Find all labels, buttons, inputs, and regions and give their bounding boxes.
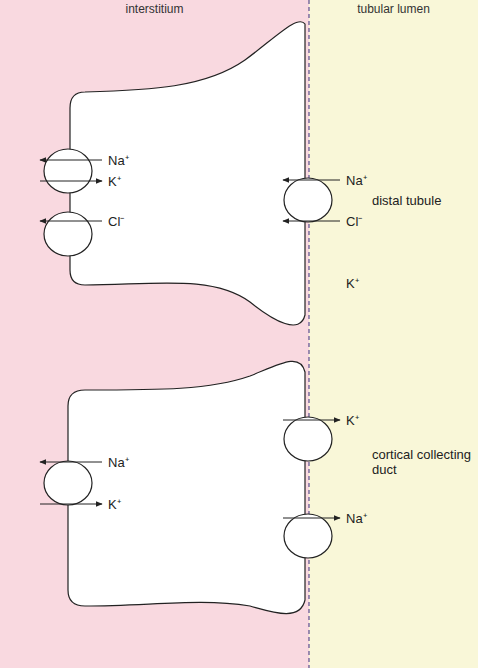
flux-arrow (40, 181, 102, 182)
ion-label: K⁺ (108, 174, 121, 189)
ion-label: Na⁺ (108, 455, 129, 470)
region-heading: interstitium (0, 2, 309, 16)
ion-label: Na⁺ (108, 153, 129, 168)
transporter (284, 514, 332, 558)
collecting-duct-cell (68, 361, 305, 613)
region-band: tubular lumen (309, 0, 478, 668)
segment-label: distal tubule (372, 193, 472, 208)
transporter (44, 461, 92, 505)
transporter (284, 417, 332, 461)
ion-label: Na⁺ (346, 511, 367, 526)
ion-label: Cl⁻ (108, 214, 124, 229)
flux-arrow (283, 420, 340, 421)
ion-label: Na⁺ (346, 173, 367, 188)
ion-label: K⁺ (108, 497, 121, 512)
transporter (44, 212, 92, 256)
region-heading: tubular lumen (309, 2, 478, 16)
transporter (284, 178, 332, 222)
ion-label: K⁺ (346, 276, 359, 291)
flux-arrow (283, 180, 340, 181)
flux-arrow (40, 160, 102, 161)
ion-label: K⁺ (346, 413, 359, 428)
ion-label: Cl⁻ (346, 214, 362, 229)
segment-label: cortical collecting duct (372, 447, 472, 477)
flux-arrow (40, 462, 102, 463)
flux-arrow (283, 221, 340, 222)
epithelium-boundary (308, 0, 309, 668)
flux-arrow (40, 221, 102, 222)
flux-arrow (283, 518, 340, 519)
distal-cell (70, 22, 305, 325)
region-band: interstitium (0, 0, 309, 668)
transporter (44, 149, 92, 193)
flux-arrow (40, 504, 102, 505)
